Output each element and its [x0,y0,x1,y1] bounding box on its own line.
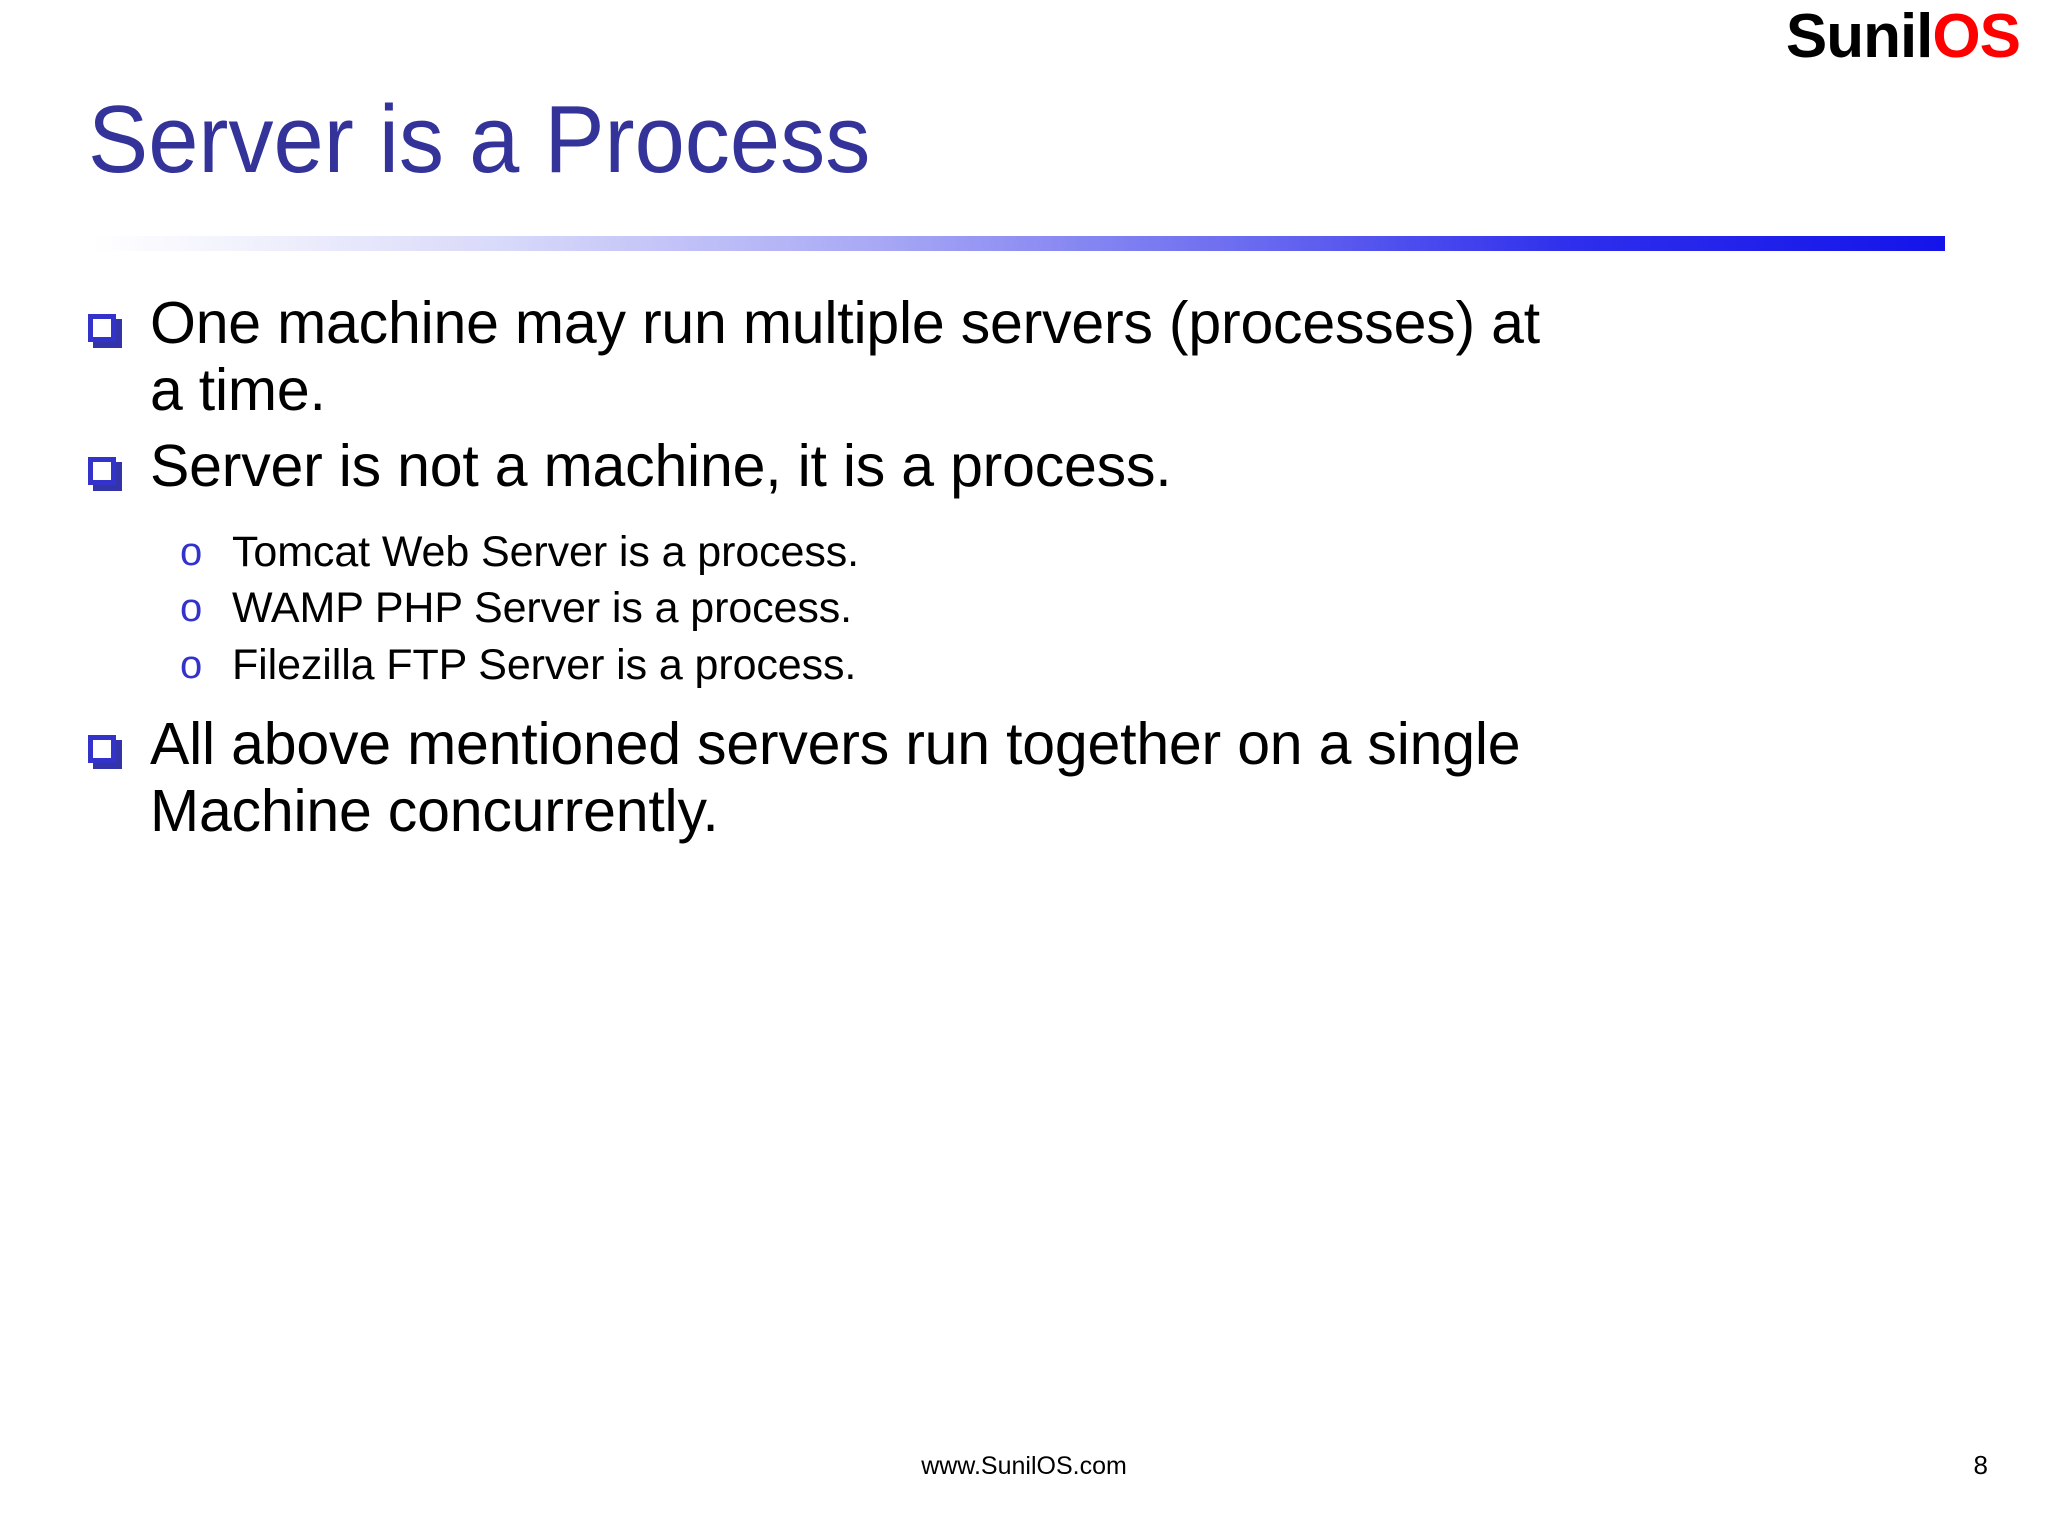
hollow-square-icon [88,735,122,770]
hollow-square-icon [88,457,122,492]
bullet-text: Server is not a machine, it is a process… [150,433,1172,500]
bullet-marker-wrap [88,711,150,770]
logo-text-sunil: Sunil [1785,2,1934,71]
sub-bullet-item: o WAMP PHP Server is a process. [88,582,1968,634]
page-number: 8 [1973,1450,1988,1480]
sub-bullet-text: Filezilla FTP Server is a process. [232,640,857,689]
footer-url: www.SunilOS.com [921,1452,1127,1480]
bullet-text: All above mentioned servers run together… [150,711,1521,844]
logo-text-os: OS [1932,2,2021,71]
sub-bullet-item: o Filezilla FTP Server is a process. [88,639,1968,691]
circle-o-icon: o [180,642,203,687]
spacer [88,510,1968,526]
bullet-item: All above mentioned servers run together… [88,711,1968,844]
sunilos-logo: SunilOS [1786,6,2021,68]
title-divider-rule [92,236,1945,251]
hollow-square-icon [88,314,122,348]
sub-bullet-item: o Tomcat Web Server is a process. [88,526,1968,578]
spacer [88,695,1968,711]
page-title: Server is a Process [88,86,871,193]
slide-body: One machine may run multiple servers (pr… [88,290,1968,855]
sub-bullet-text: Tomcat Web Server is a process. [232,527,859,576]
sub-bullet-text: WAMP PHP Server is a process. [232,584,852,633]
bullet-marker-wrap [88,290,150,348]
circle-o-icon: o [180,586,203,631]
bullet-marker-wrap [88,433,150,492]
bullet-text: One machine may run multiple servers (pr… [150,290,1540,423]
bullet-item: One machine may run multiple servers (pr… [88,290,1968,423]
circle-o-icon: o [180,529,203,574]
bullet-item: Server is not a machine, it is a process… [88,433,1968,500]
